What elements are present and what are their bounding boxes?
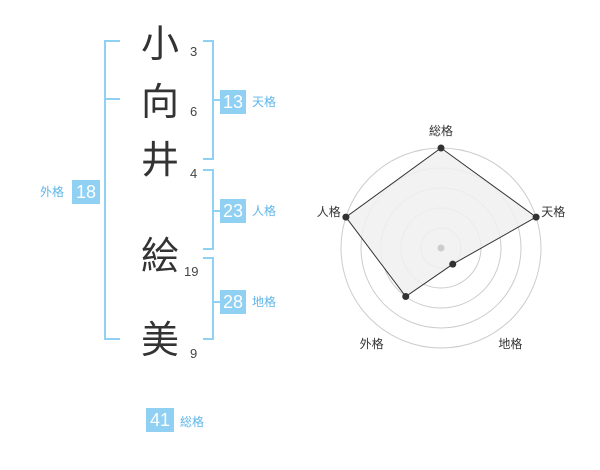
stroke-count-3: 4 [190, 166, 198, 181]
name-char-3: 井 [140, 138, 179, 182]
jinkaku-label: 人格 [252, 204, 277, 218]
radar-point-3 [449, 260, 457, 268]
radar-center-dot [437, 244, 445, 252]
radar-label-2: 天格 [541, 205, 566, 220]
chikaku-label: 地格 [252, 295, 277, 309]
radar-point-4 [402, 293, 410, 301]
radar-polygon [345, 147, 538, 298]
name-char-4: 絵 [140, 234, 179, 278]
stroke-count-2: 6 [190, 104, 198, 119]
radar-point-2 [532, 213, 540, 221]
stroke-count-5: 9 [190, 346, 198, 361]
gaikaku-value: 18 [72, 180, 100, 204]
radar-point-1 [437, 144, 445, 152]
radar-label-3: 地格 [498, 336, 523, 351]
name-char-1: 小 [140, 22, 179, 66]
soukaku-value: 41 [146, 408, 174, 432]
chikaku-bracket [203, 257, 214, 340]
stroke-count-1: 3 [190, 44, 198, 59]
jinkaku-value: 23 [220, 199, 246, 223]
jinkaku-bracket [203, 169, 214, 250]
gaikaku-bracket [104, 40, 120, 340]
radar-label-5: 人格 [316, 205, 341, 220]
tenkaku-value: 13 [220, 90, 246, 114]
gaikaku-label: 外格 [40, 185, 65, 199]
tenkaku-label: 天格 [252, 95, 277, 109]
stroke-count-4: 19 [184, 264, 199, 279]
name-char-2: 向 [140, 80, 179, 124]
radar-label-1: 総格 [429, 123, 454, 138]
radar-label-4: 外格 [359, 336, 384, 351]
chikaku-value: 28 [220, 290, 246, 314]
name-char-5: 美 [140, 318, 179, 362]
soukaku-label: 総格 [180, 415, 205, 429]
radar-point-5 [342, 213, 350, 221]
